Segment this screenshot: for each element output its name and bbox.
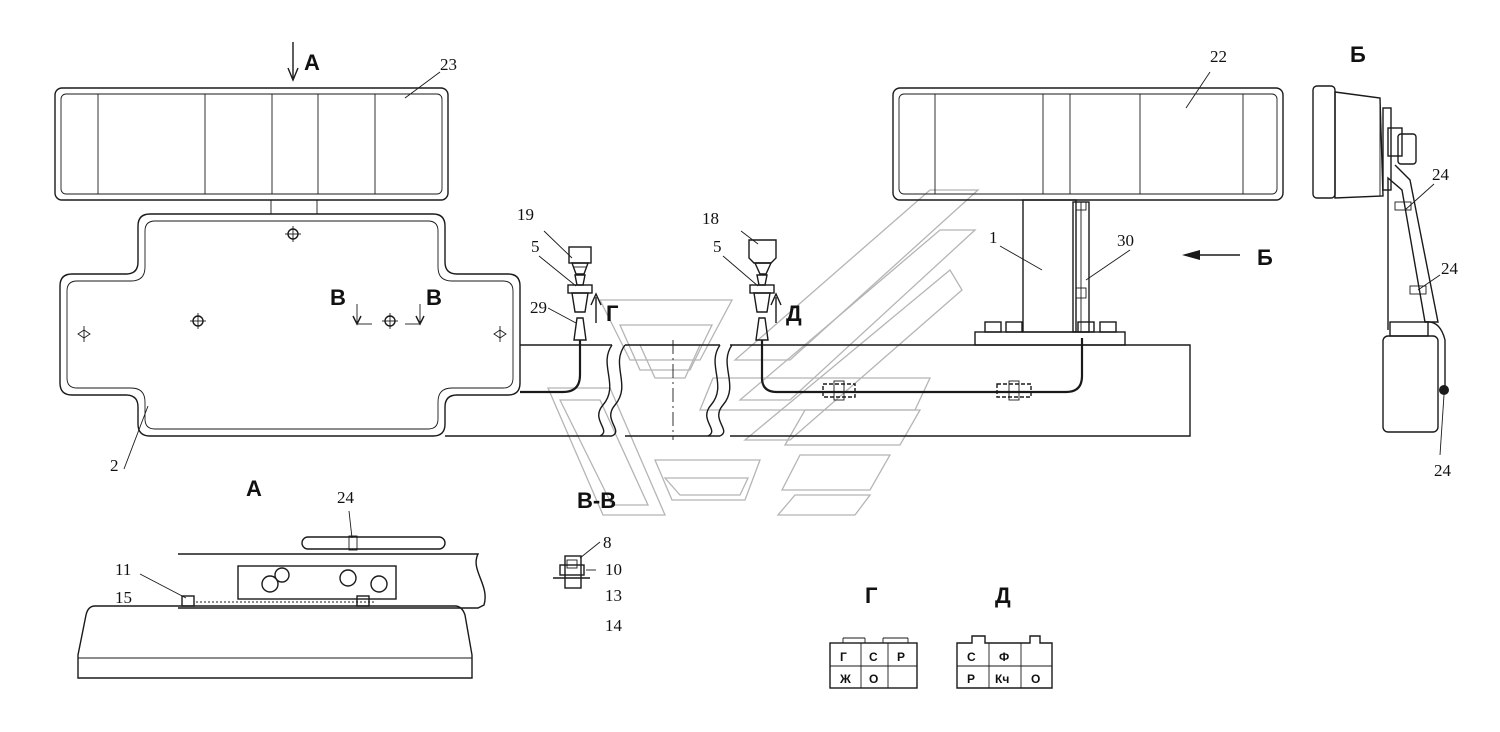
view-D-arrow-label: Д [786, 301, 802, 326]
callout-19: 19 [517, 205, 534, 224]
section-V-left: В [330, 285, 346, 310]
pin-D-6: О [1031, 672, 1040, 686]
callout-24-a: 24 [337, 488, 355, 507]
callout-10: 10 [605, 560, 622, 579]
callout-24-b3: 24 [1434, 461, 1452, 480]
callout-1: 1 [989, 228, 998, 247]
callout-2: 2 [110, 456, 119, 475]
callout-30: 30 [1117, 231, 1134, 250]
pin-G-5: О [869, 672, 878, 686]
section-V-right: В [426, 285, 442, 310]
watermark-logo [547, 189, 980, 516]
callout-8: 8 [603, 533, 612, 552]
callout-22: 22 [1210, 47, 1227, 66]
harness-right [748, 239, 1084, 401]
view-G-title: Г [865, 583, 878, 608]
rear-lamp-right [892, 87, 1284, 346]
frame-beam [445, 340, 1191, 440]
callout-5-left: 5 [531, 237, 540, 256]
view-arrows [287, 42, 1240, 323]
callout-13: 13 [605, 586, 622, 605]
view-A-arrow-label: А [304, 50, 320, 75]
harness-left [520, 246, 593, 394]
connector-G [829, 637, 918, 689]
callout-23: 23 [440, 55, 457, 74]
view-B-title: Б [1350, 42, 1366, 67]
callout-29: 29 [530, 298, 547, 317]
section-VV [553, 555, 590, 589]
section-VV-title: В-В [577, 488, 616, 513]
view-A [77, 535, 486, 679]
callout-24-b2: 24 [1441, 259, 1459, 278]
callout-18: 18 [702, 209, 719, 228]
rear-lamp-left [54, 87, 449, 215]
pin-G-1: Г [840, 650, 847, 664]
callout-5-right: 5 [713, 237, 722, 256]
pin-G-3: Р [897, 650, 905, 664]
pin-G-4: Ж [839, 672, 851, 686]
pin-D-2: Ф [999, 650, 1009, 664]
view-D-title: Д [995, 583, 1011, 608]
pin-G-2: С [869, 650, 878, 664]
callout-15: 15 [115, 588, 132, 607]
mounting-plate [59, 213, 521, 437]
view-A-title: А [246, 476, 262, 501]
leader-lines [123, 71, 1445, 599]
callout-24-b1: 24 [1432, 165, 1450, 184]
pin-D-5: Кч [995, 672, 1009, 686]
callout-14: 14 [605, 616, 623, 635]
callout-11: 11 [115, 560, 131, 579]
view-B-arrow-label: Б [1257, 245, 1273, 270]
connector-D [956, 635, 1053, 689]
side-view-B [1312, 85, 1449, 433]
view-G-arrow-label: Г [606, 301, 619, 326]
pin-D-1: С [967, 650, 976, 664]
pin-D-4: Р [967, 672, 975, 686]
